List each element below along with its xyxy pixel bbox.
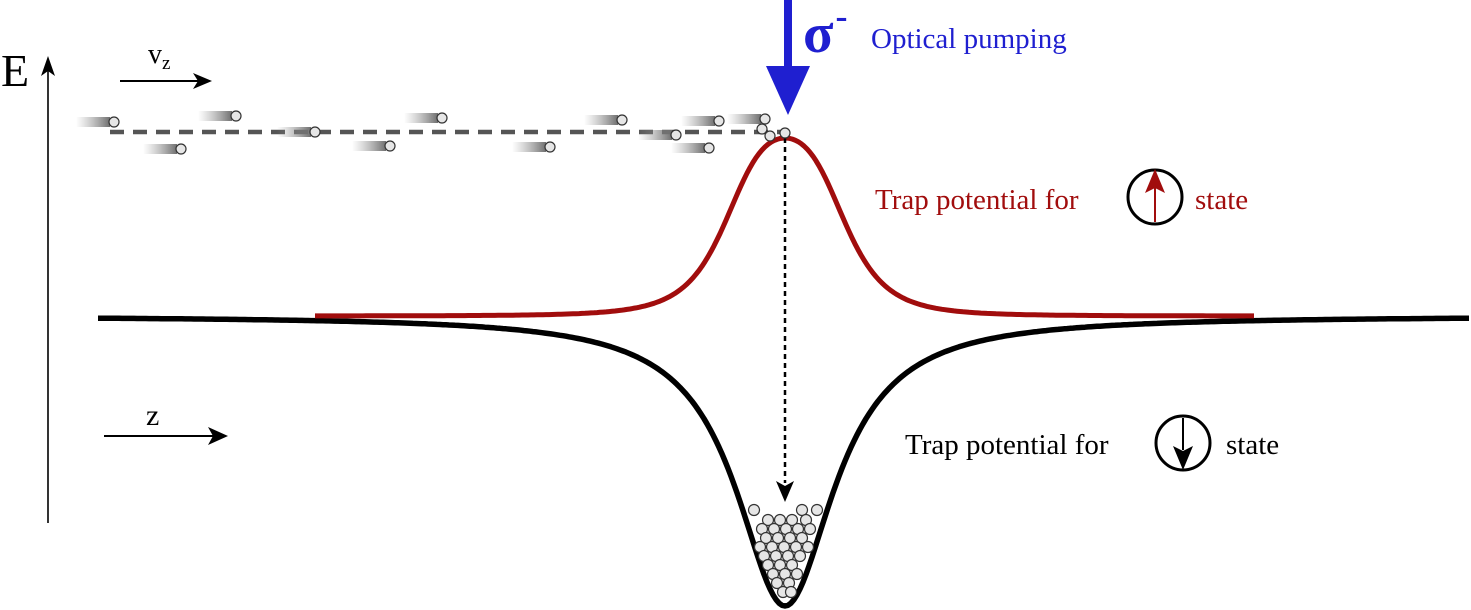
trapped-atom bbox=[761, 558, 775, 572]
atom-motion-trail bbox=[727, 114, 761, 124]
trapped-atom bbox=[783, 531, 797, 545]
atom-motion-trail bbox=[76, 117, 110, 127]
atom bbox=[108, 116, 120, 128]
atom-motion-trail bbox=[404, 113, 438, 123]
trapped-atom bbox=[747, 503, 761, 517]
atom bbox=[616, 114, 628, 126]
trapped-atom bbox=[810, 503, 824, 517]
atom bbox=[230, 110, 242, 122]
atom bbox=[544, 141, 556, 153]
trapped-atom bbox=[773, 513, 787, 527]
trapped-atom bbox=[803, 522, 817, 536]
atom bbox=[436, 112, 448, 124]
atom-motion-trail bbox=[681, 116, 715, 126]
atom-motion-trail bbox=[671, 143, 705, 153]
velocity-arrow bbox=[120, 73, 212, 89]
velocity-label-main: v bbox=[148, 39, 162, 70]
atom-motion-trail bbox=[638, 130, 672, 140]
trap-potential-up-curve bbox=[315, 135, 1254, 319]
spin-down-icon bbox=[1154, 414, 1212, 472]
optical-pumping-label: Optical pumping bbox=[871, 23, 1067, 55]
optical-pumping-arrow bbox=[766, 0, 810, 115]
up-state-label-prefix: Trap potential for bbox=[875, 184, 1079, 216]
atom-motion-trail bbox=[584, 115, 618, 125]
trapped-atom bbox=[785, 558, 799, 572]
trap-potential-down-curve bbox=[98, 315, 1469, 609]
moving-atoms bbox=[76, 110, 791, 155]
trapped-atom bbox=[801, 540, 815, 554]
trapped-atom bbox=[759, 531, 773, 545]
atom bbox=[756, 123, 768, 135]
atom bbox=[384, 140, 396, 152]
velocity-label: vz bbox=[148, 39, 170, 74]
atom-motion-trail bbox=[198, 111, 232, 121]
atom bbox=[713, 115, 725, 127]
trapped-atom bbox=[790, 567, 804, 581]
energy-axis-label: E bbox=[1, 45, 29, 96]
atom bbox=[779, 127, 791, 139]
trapped-atom bbox=[770, 576, 784, 590]
atom bbox=[175, 143, 187, 155]
trapped-atom bbox=[785, 513, 799, 527]
atom bbox=[759, 113, 771, 125]
trapped-atom bbox=[795, 531, 809, 545]
energy-axis bbox=[41, 56, 55, 523]
trapped-atom bbox=[795, 503, 809, 517]
down-state-label-prefix: Trap potential for bbox=[905, 429, 1109, 461]
atom bbox=[764, 130, 776, 142]
trapped-atom bbox=[761, 513, 775, 527]
atom bbox=[703, 142, 715, 154]
velocity-label-subscript: z bbox=[162, 53, 170, 74]
atom-motion-trail bbox=[352, 141, 386, 151]
z-arrow bbox=[104, 427, 228, 445]
pumping-transition-arrow bbox=[776, 138, 794, 502]
atom-motion-trail bbox=[277, 127, 311, 137]
down-state-label-suffix: state bbox=[1226, 429, 1279, 461]
trapped-atom bbox=[773, 558, 787, 572]
atom-motion-trail bbox=[512, 142, 546, 152]
trapped-atoms-cloud bbox=[747, 503, 824, 599]
sigma-minus-label: σ- bbox=[803, 0, 847, 65]
sigma-superscript: - bbox=[835, 0, 847, 36]
spin-up-icon bbox=[1126, 168, 1184, 226]
atom bbox=[309, 126, 321, 138]
up-state-label-suffix: state bbox=[1195, 184, 1248, 216]
trapped-atom bbox=[784, 585, 798, 599]
z-axis-label: z bbox=[146, 399, 159, 432]
sigma-symbol: σ bbox=[803, 3, 834, 65]
trapped-atom bbox=[771, 531, 785, 545]
atom bbox=[670, 129, 682, 141]
trapped-atom bbox=[793, 549, 807, 563]
atom-motion-trail bbox=[143, 144, 177, 154]
